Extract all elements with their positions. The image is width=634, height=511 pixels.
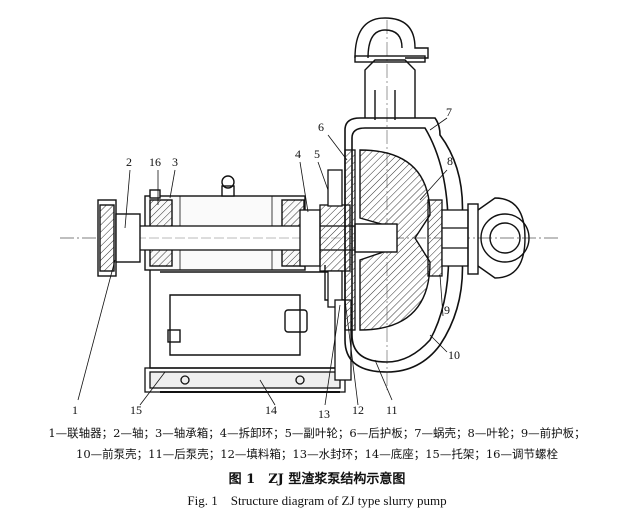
suction-flange bbox=[467, 197, 530, 279]
callout-10: 10 bbox=[448, 348, 460, 362]
bracket bbox=[149, 265, 346, 369]
callout-7: 7 bbox=[446, 105, 452, 119]
callout-8: 8 bbox=[447, 154, 453, 168]
callout-16: 16 bbox=[149, 155, 161, 169]
legend-line-1: 1—联轴器；2—轴；3—轴承箱；4—拆卸环；5—副叶轮；6—后护板；7—蜗壳；8… bbox=[48, 426, 586, 440]
callout-1: 1 bbox=[72, 403, 78, 417]
callout-14: 14 bbox=[265, 403, 277, 417]
callout-5: 5 bbox=[314, 147, 320, 161]
callout-labels: 1 2 16 3 4 5 6 7 8 9 10 11 12 13 14 15 bbox=[72, 105, 460, 421]
callout-2: 2 bbox=[126, 155, 132, 169]
front-liner-and-casing bbox=[427, 199, 469, 277]
leader-lines bbox=[77, 117, 448, 406]
callout-13: 13 bbox=[318, 407, 330, 421]
callout-12: 12 bbox=[352, 403, 364, 417]
callout-4: 4 bbox=[295, 147, 301, 161]
callout-6: 6 bbox=[318, 120, 324, 134]
callout-15: 15 bbox=[130, 403, 142, 417]
discharge-pipe bbox=[354, 17, 429, 120]
pump-structure-diagram: 1 2 16 3 4 5 6 7 8 9 10 11 12 13 14 15 bbox=[60, 17, 560, 421]
coupling bbox=[97, 199, 141, 277]
callout-11: 11 bbox=[386, 403, 398, 417]
legend-line-2: 10—前泵壳；11—后泵壳；12—填料箱；13—水封环；14—底座；15—托架；… bbox=[76, 447, 558, 461]
bearing-housing bbox=[144, 175, 306, 271]
callout-3: 3 bbox=[172, 155, 178, 169]
figure-caption-english: Fig. 1 Structure diagram of ZJ type slur… bbox=[187, 493, 447, 508]
back-liner bbox=[344, 149, 356, 331]
impeller bbox=[354, 149, 431, 331]
base bbox=[144, 367, 346, 393]
figure-caption-chinese: 图 1 ZJ 型渣浆泵结构示意图 bbox=[228, 472, 406, 487]
callout-9: 9 bbox=[444, 303, 450, 317]
